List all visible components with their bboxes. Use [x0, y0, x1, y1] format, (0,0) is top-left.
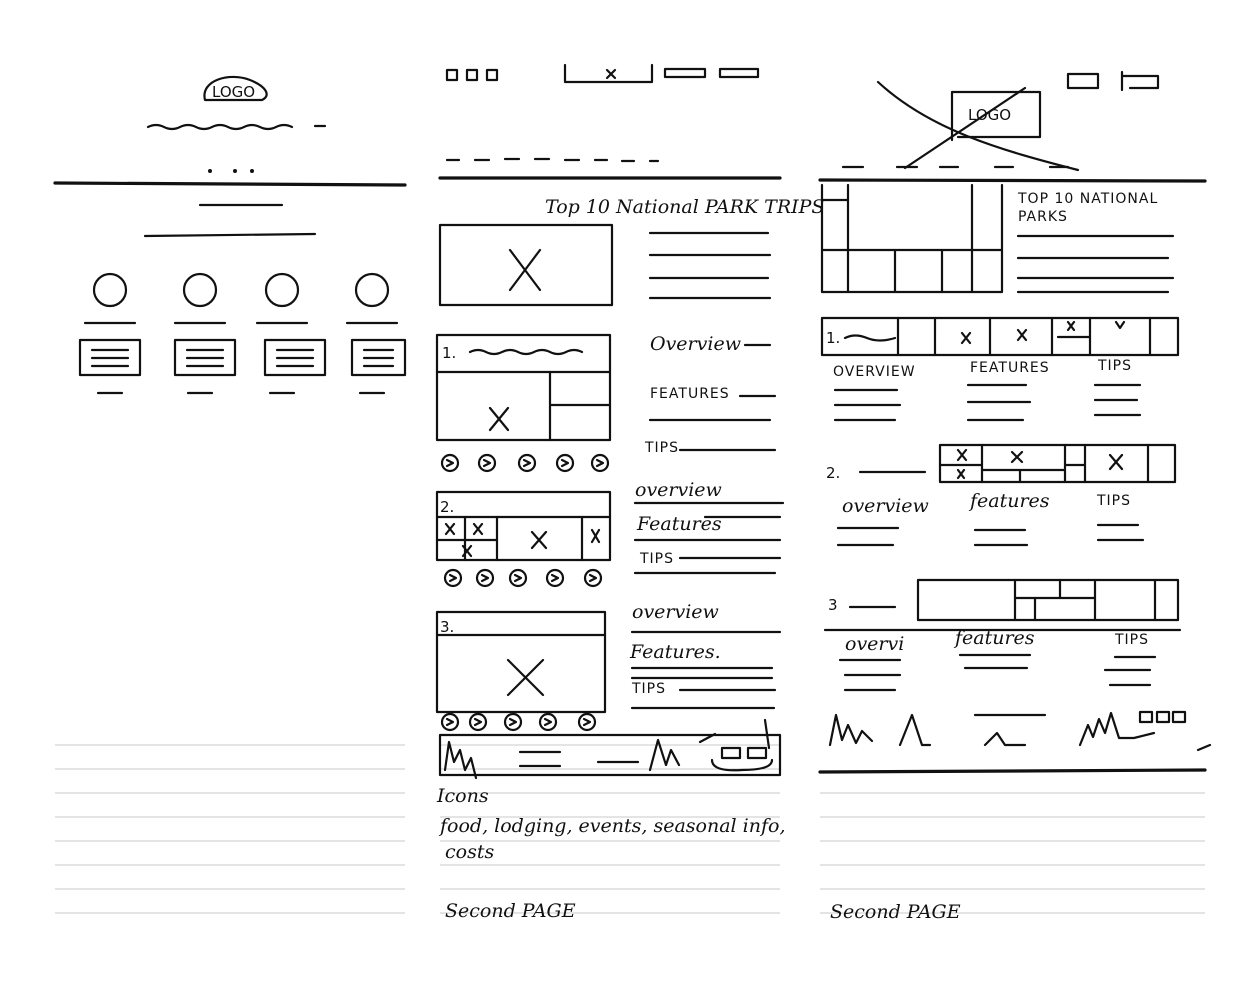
footer-sketch [438, 733, 782, 777]
park-label-tips: TIPS [1114, 632, 1149, 648]
panel-2-second-page: Top 10 National PARK TRIPS 1. Overview F… [435, 63, 824, 922]
amenity-icon [583, 568, 603, 588]
park-number: 2. [826, 464, 840, 482]
park-number: 1. [442, 344, 456, 362]
park-label-tips: TIPS [644, 440, 679, 456]
icon-square [485, 68, 499, 82]
amenity-icon [508, 568, 528, 588]
park-number: 2. [440, 498, 454, 516]
footer-sketch [828, 711, 1212, 752]
amenity-icon [477, 453, 497, 473]
feature-card [263, 338, 327, 377]
avatar-circle [354, 272, 390, 308]
avatar-circle [182, 272, 218, 308]
park-number: 3 [828, 596, 838, 614]
tagline-squiggle [146, 123, 294, 131]
amenity-icon [517, 453, 537, 473]
park-label-features: features [968, 490, 1050, 512]
park-number: 3. [440, 618, 454, 636]
page-title: TOP 10 NATIONAL [1017, 191, 1158, 207]
amenity-icon [555, 453, 575, 473]
park-label-overview: overview [632, 601, 719, 623]
amenity-icon [538, 712, 558, 732]
park-label-overview: overvi [845, 633, 904, 655]
notes-line: food, lodging, events, seasonal info, [438, 815, 786, 837]
park-label-features: Features. [629, 641, 721, 663]
page-title: Top 10 National PARK TRIPS [545, 196, 824, 218]
park-2-row [938, 443, 1177, 484]
park-label-overview: overview [635, 479, 722, 501]
park-label-overview: OVERVIEW [833, 364, 916, 380]
logo-shape [203, 75, 268, 102]
park-label-tips: TIPS [1097, 358, 1132, 374]
avatar-circle [92, 272, 128, 308]
nav-divider [53, 181, 407, 187]
avatar-circle [264, 272, 300, 308]
panel-caption: Second PAGE [445, 900, 576, 922]
panel-3-second-page-alt: LOGO TOP 10 NATIONAL PARKS 1. OVERVIEW F… [818, 70, 1212, 923]
logo-box [950, 90, 1042, 142]
notes-heading: Icons [436, 785, 489, 807]
logo-text: LOGO [212, 83, 255, 101]
amenity-icon [475, 568, 495, 588]
park-label-features: FEATURES [650, 386, 730, 402]
park-label-tips: TIPS [639, 551, 674, 567]
amenity-icon [440, 453, 460, 473]
park-label-tips: TIPS [631, 681, 666, 697]
park-label-tips: TIPS [1096, 493, 1131, 509]
park-number: 1. [826, 329, 840, 347]
park-label-features: features [953, 627, 1035, 649]
park-label-overview: overview [842, 495, 929, 517]
park-1-card [435, 333, 612, 442]
feature-card [78, 338, 142, 377]
notes-line: costs [445, 841, 494, 863]
amenity-icon [443, 568, 463, 588]
icon-square [465, 68, 479, 82]
amenity-icon [503, 712, 523, 732]
amenity-icon [440, 712, 460, 732]
park-label-overview: Overview [650, 333, 741, 355]
park-3-row [916, 578, 1180, 622]
panel-caption: Second PAGE [830, 901, 961, 923]
park-1-row [820, 316, 1180, 357]
park-label-features: FEATURES [970, 360, 1050, 376]
image-grid [820, 183, 1004, 294]
feature-card [173, 338, 237, 377]
search-box-sketch [563, 63, 654, 84]
hero-image-placeholder [438, 223, 614, 307]
amenity-icon [577, 712, 597, 732]
icon-square [445, 68, 459, 82]
panel-1-home-sketch: LOGO [53, 75, 407, 395]
park-label-features: Features [636, 513, 722, 535]
feature-card [350, 338, 407, 377]
park-3-card [435, 610, 607, 714]
page-title: PARKS [1018, 209, 1068, 225]
park-2-card [435, 490, 612, 562]
amenity-icon [590, 453, 610, 473]
amenity-icon [545, 568, 565, 588]
logo-crossed-out [876, 80, 1080, 172]
amenity-icon [468, 712, 488, 732]
ruled-lines [55, 744, 1205, 914]
